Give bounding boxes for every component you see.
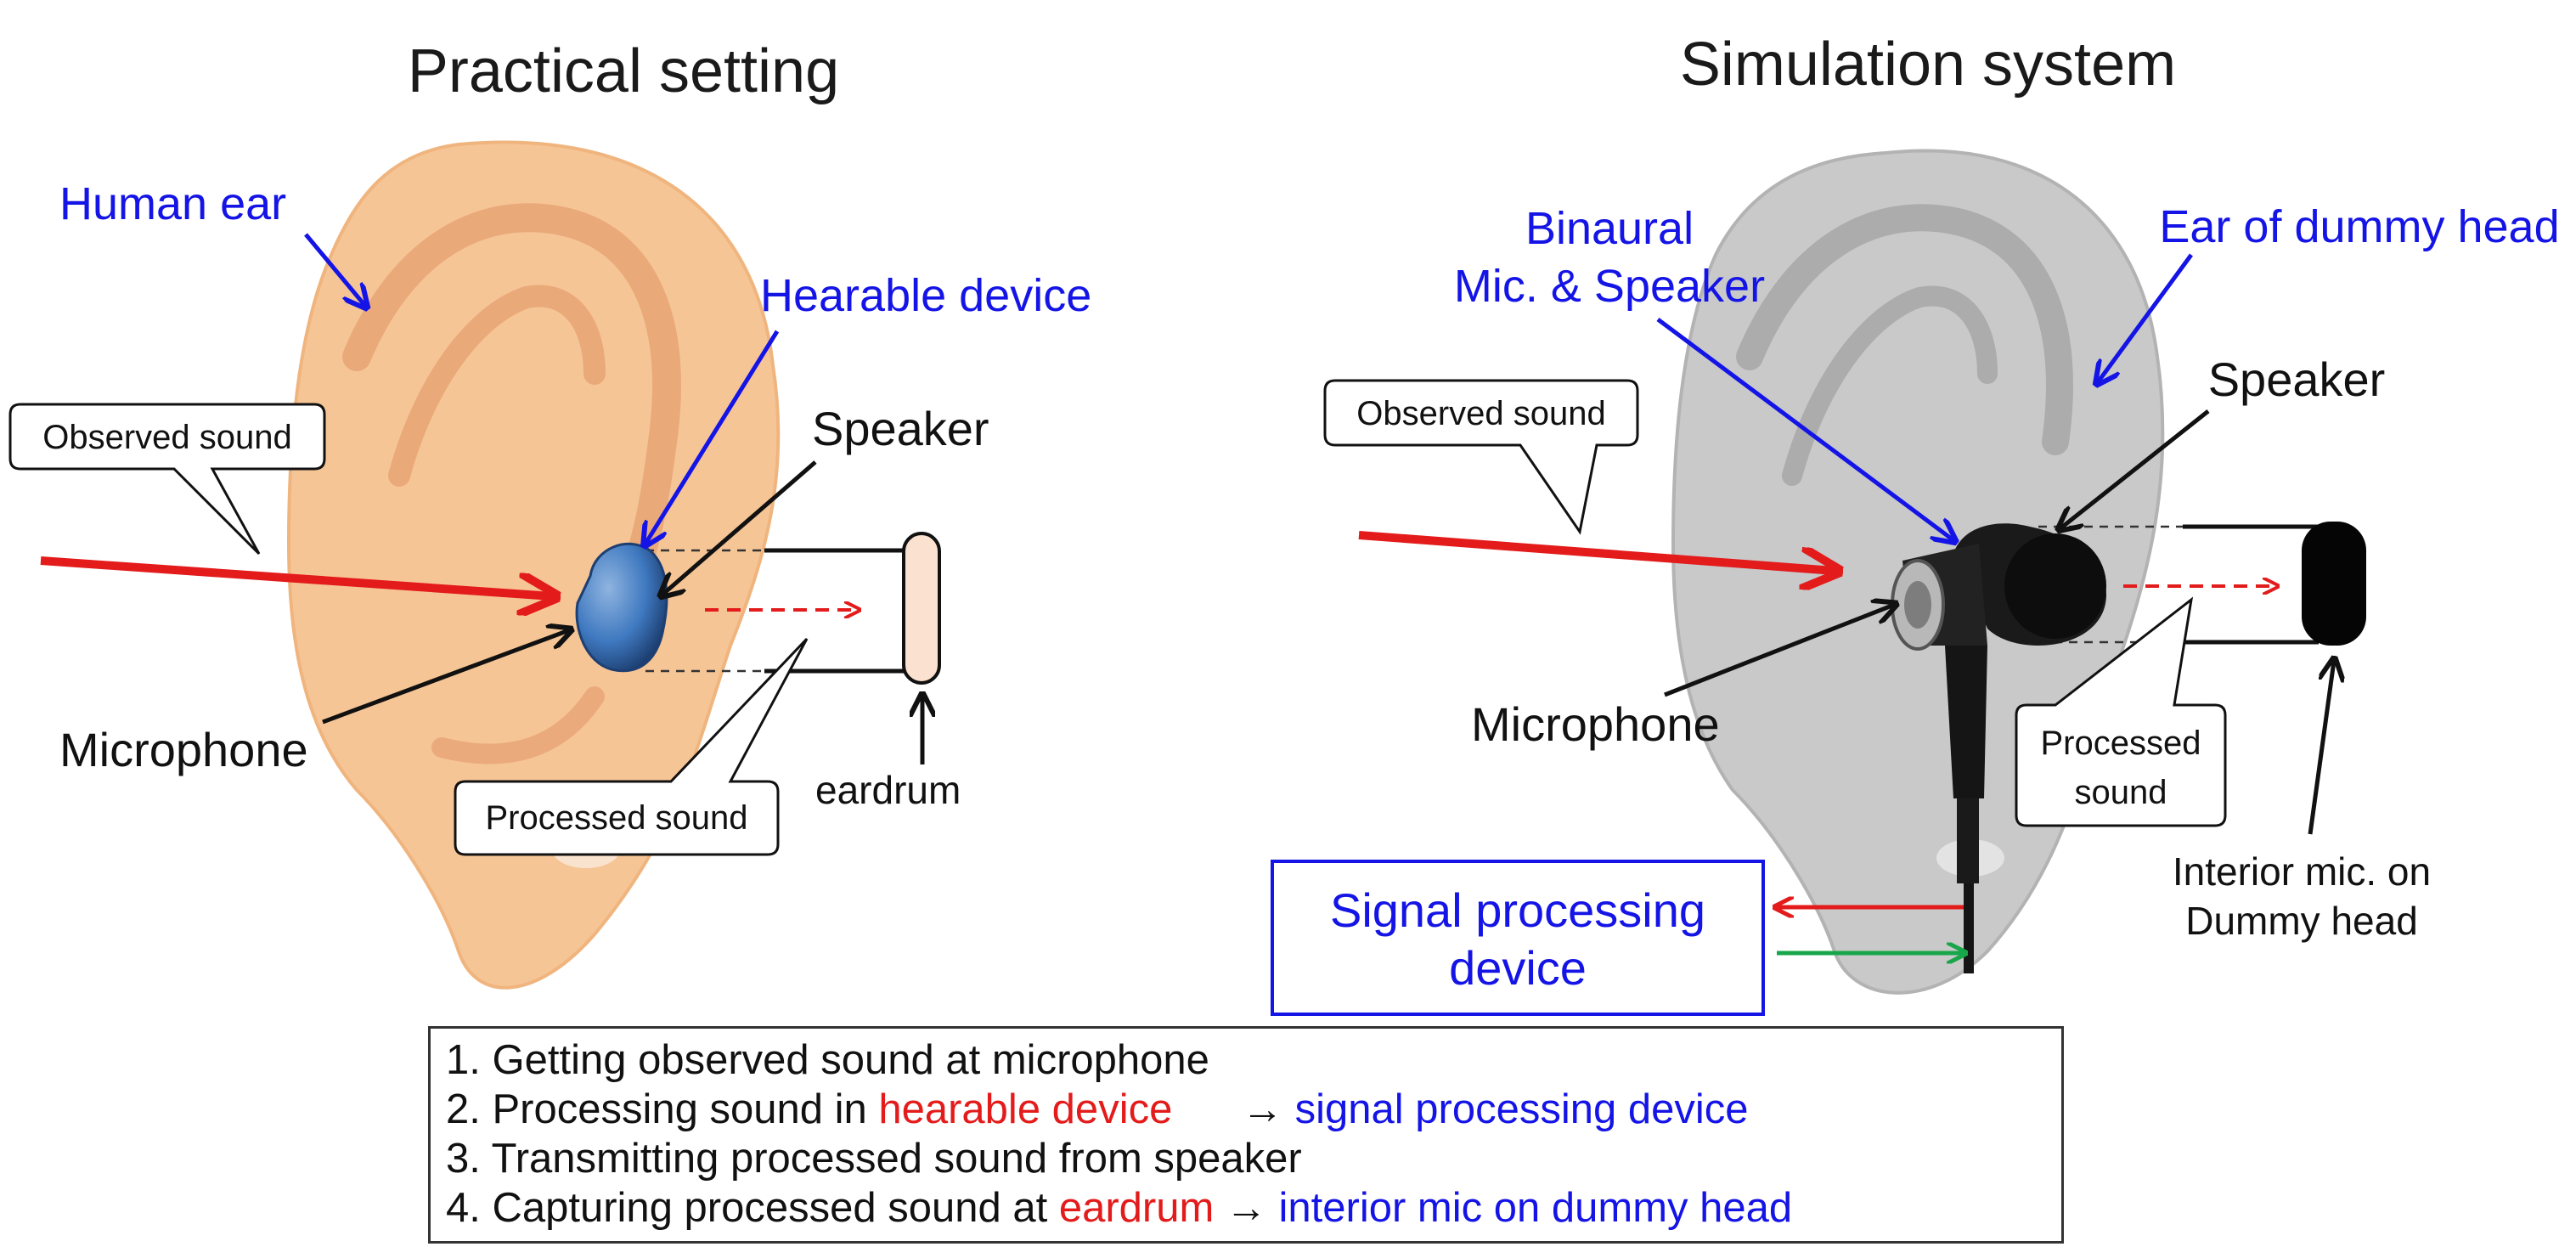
microphone-label-left: Microphone [59,723,308,776]
right-title: Simulation system [1680,31,2176,99]
step-4-red: eardrum [1058,1185,1215,1231]
observed-sound-text-left: Observed sound [42,419,292,456]
step-2-red: hearable device [878,1086,1173,1132]
eardrum-label: eardrum [815,768,961,812]
spd-label-line2: device [1449,941,1587,995]
ear-dummy-label: Ear of dummy head [2159,201,2559,252]
interior-mic-icon [2302,522,2366,646]
human-ear-label: Human ear [59,178,286,229]
interior-mic-label-line2: Dummy head [2185,899,2418,943]
processed-sound-text-left: Processed sound [485,799,747,837]
binaural-earphone-icon [1891,523,2106,973]
speaker-pointer-right [2060,409,2210,528]
step-row-4: 4. Capturing processed sound at eardrum … [446,1183,2046,1233]
observed-sound-arrow-right [1358,531,1835,571]
step-2-arrow: → [1172,1086,1295,1132]
speaker-label-left: Speaker [812,402,989,455]
hearable-device-icon [575,542,668,673]
eardrum-shape [902,532,941,685]
observed-sound-callout-right: Observed sound [1323,379,1639,535]
ear-canal-right [2038,524,2319,645]
speaker-label-right: Speaker [2208,353,2386,406]
processed-sound-text-right-1: Processed [2041,725,2201,762]
hearable-device-pointer [645,330,780,544]
step-2-blue: signal processing device [1294,1086,1749,1132]
microphone-pointer-left [322,630,569,725]
hearable-device-label: Hearable device [760,270,1091,321]
step-2-text: 2. Processing sound in [446,1086,879,1132]
step-row-2: 2. Processing sound in hearable device →… [446,1085,2046,1134]
binaural-pointer [1656,317,1953,540]
microphone-label-right: Microphone [1471,697,1720,751]
step-4-blue: interior mic on dummy head [1278,1185,1793,1231]
step-4-text: 4. Capturing processed sound at [446,1185,1059,1231]
observed-sound-callout-left: Observed sound [8,403,326,556]
step-row-3: 3. Transmitting processed sound from spe… [446,1134,2046,1183]
step-4-arrow: → [1214,1185,1279,1231]
observed-sound-text-right: Observed sound [1356,395,1606,432]
human-ear-illustration [286,140,781,990]
step-row-1: 1. Getting observed sound at microphone [446,1035,2046,1085]
observed-sound-arrow-left [40,556,552,596]
left-title: Practical setting [408,37,839,105]
ear-dummy-pointer [2098,253,2194,382]
steps-legend-box: 1. Getting observed sound at microphone … [428,1026,2064,1244]
binaural-label-line1: Binaural [1525,203,1694,254]
step-1-text: 1. Getting observed sound at microphone [446,1037,1209,1083]
binaural-label-line2: Mic. & Speaker [1454,261,1765,312]
interior-mic-label-line1: Interior mic. on [2173,849,2431,894]
signal-processing-device-box: Signal processing device [1271,860,1765,1016]
spd-label-line1: Signal processing [1329,883,1706,937]
speaker-pointer-left [662,460,817,595]
processed-sound-callout-left: Processed sound [454,637,809,856]
human-ear-pointer [304,233,365,306]
interior-mic-pointer [2308,661,2334,835]
processed-sound-text-right-2: sound [2075,774,2167,811]
microphone-pointer-right [1664,605,1894,697]
processed-sound-callout-right: Processed sound [2015,596,2227,827]
step-3-text: 3. Transmitting processed sound from spe… [446,1136,1302,1182]
